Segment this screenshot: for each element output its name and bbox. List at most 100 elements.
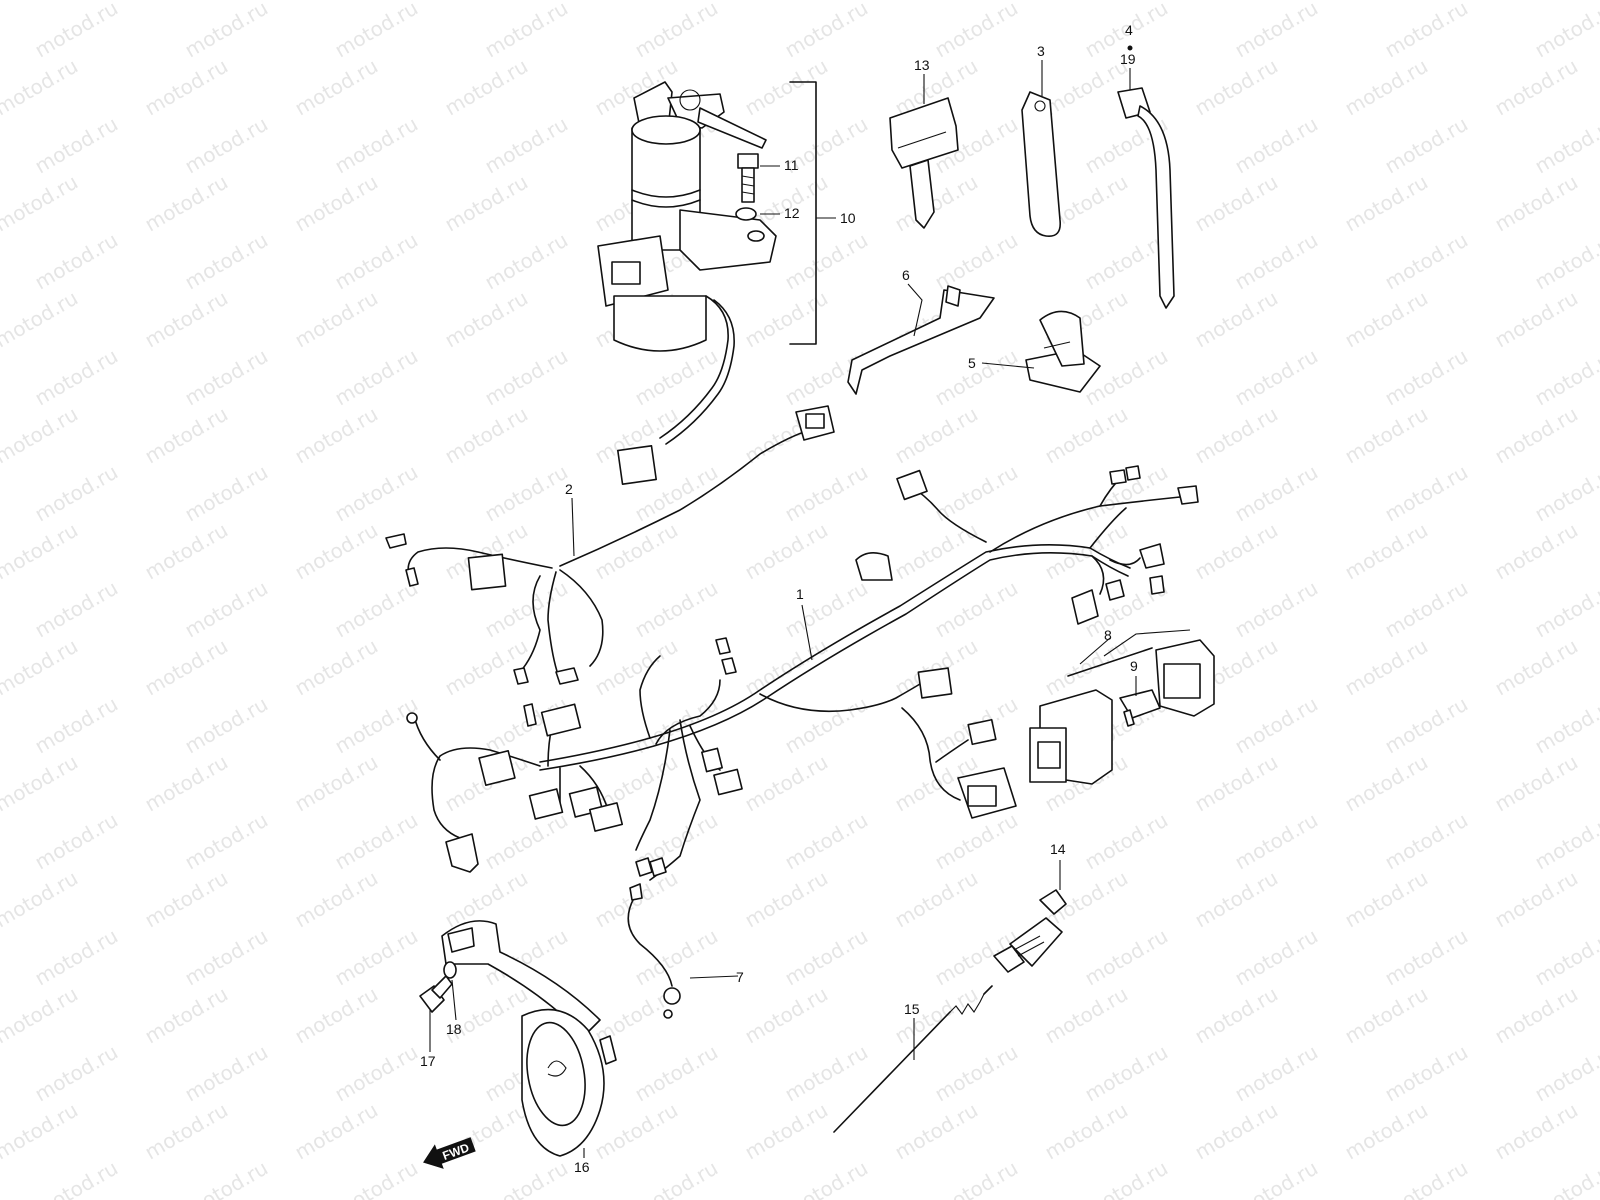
callout-18: 18 bbox=[446, 1021, 462, 1037]
callout-6: 6 bbox=[902, 267, 910, 283]
watermark-text: motod.ru bbox=[1191, 0, 1282, 4]
watermark-text: motod.ru bbox=[31, 576, 122, 643]
watermark-text: motod.ru bbox=[1341, 518, 1432, 585]
callout-19: 19 bbox=[1120, 51, 1136, 67]
watermark-text: motod.ru bbox=[481, 228, 572, 295]
watermark-text: motod.ru bbox=[291, 982, 382, 1049]
watermark-text: motod.ru bbox=[141, 0, 232, 4]
callout-1: 1 bbox=[796, 586, 804, 602]
wiring-harness-1 bbox=[406, 465, 1199, 881]
watermark-text: motod.ru bbox=[141, 982, 232, 1049]
callout-12: 12 bbox=[784, 205, 800, 221]
watermark-text: motod.ru bbox=[141, 54, 232, 121]
watermark-text: motod.ru bbox=[141, 170, 232, 237]
watermark-text: motod.ru bbox=[181, 0, 272, 62]
callout-10: 10 bbox=[840, 210, 856, 226]
watermark-text: motod.ru bbox=[181, 112, 272, 179]
callout-4: 4 bbox=[1125, 22, 1133, 38]
watermark-text: motod.ru bbox=[31, 460, 122, 527]
watermark-text: motod.ru bbox=[591, 1098, 682, 1165]
watermark-text: motod.ru bbox=[1231, 692, 1322, 759]
watermark-text: motod.ru bbox=[481, 1156, 572, 1200]
watermark-text: motod.ru bbox=[481, 460, 572, 527]
watermark-text: motod.ru bbox=[891, 170, 982, 237]
watermark-text: motod.ru bbox=[1531, 0, 1600, 62]
watermark-text: motod.ru bbox=[741, 1098, 832, 1165]
callouts: 1 2 3 4 19 5 6 7 8 9 10 11 12 13 14 15 1… bbox=[420, 22, 1138, 1175]
watermark-text: motod.ru bbox=[1081, 808, 1172, 875]
watermark-text: motod.ru bbox=[0, 750, 82, 817]
watermark-text: motod.ru bbox=[1231, 460, 1322, 527]
callout-9: 9 bbox=[1130, 658, 1138, 674]
watermark-text: motod.ru bbox=[1341, 866, 1432, 933]
callout-16: 16 bbox=[574, 1159, 590, 1175]
watermark-text: motod.ru bbox=[441, 0, 532, 4]
watermark-text: motod.ru bbox=[181, 576, 272, 643]
key-13 bbox=[889, 97, 959, 229]
horn-16 bbox=[441, 920, 617, 1157]
watermark-text: motod.ru bbox=[1531, 460, 1600, 527]
watermark-text: motod.ru bbox=[1381, 1156, 1472, 1200]
watermark-text: motod.ru bbox=[631, 0, 722, 62]
watermark-text: motod.ru bbox=[1381, 924, 1472, 991]
watermark-text: motod.ru bbox=[1191, 170, 1282, 237]
watermark-text: motod.ru bbox=[291, 170, 382, 237]
watermark-text: motod.ru bbox=[441, 982, 532, 1049]
watermark-text: motod.ru bbox=[1341, 982, 1432, 1049]
watermark-text: motod.ru bbox=[31, 924, 122, 991]
watermark-text: motod.ru bbox=[1231, 924, 1322, 991]
watermark-text: motod.ru bbox=[631, 344, 722, 411]
watermark-text: motod.ru bbox=[1081, 924, 1172, 991]
watermark-text: motod.ru bbox=[181, 1156, 272, 1200]
watermark-text: motod.ru bbox=[1041, 402, 1132, 469]
watermark-text: motod.ru bbox=[141, 866, 232, 933]
watermark-text: motod.ru bbox=[781, 228, 872, 295]
watermark-text: motod.ru bbox=[291, 634, 382, 701]
watermark-text: motod.ru bbox=[331, 924, 422, 991]
watermark-text: motod.ru bbox=[891, 402, 982, 469]
relay-8 bbox=[1029, 629, 1215, 785]
watermark-text: motod.ru bbox=[1341, 634, 1432, 701]
watermark-text: motod.ru bbox=[181, 692, 272, 759]
watermark-text: motod.ru bbox=[31, 692, 122, 759]
watermark-text: motod.ru bbox=[481, 344, 572, 411]
bolt-11 bbox=[737, 153, 759, 203]
watermark-text: motod.ru bbox=[1531, 924, 1600, 991]
watermark-text: motod.ru bbox=[1341, 402, 1432, 469]
watermark-text: motod.ru bbox=[31, 344, 122, 411]
bolt-17 bbox=[419, 975, 453, 1013]
watermark-text: motod.ru bbox=[781, 924, 872, 991]
watermark-text: motod.ru bbox=[291, 0, 382, 4]
watermark-text: motod.ru bbox=[1191, 750, 1282, 817]
watermark-text: motod.ru bbox=[781, 1156, 872, 1200]
watermark-text: motod.ru bbox=[1231, 0, 1322, 62]
watermark-text: motod.ru bbox=[1381, 344, 1472, 411]
watermark-text: motod.ru bbox=[1491, 170, 1582, 237]
watermark-text: motod.ru bbox=[181, 460, 272, 527]
clamp-5 bbox=[1025, 310, 1101, 393]
watermark-text: motod.ru bbox=[181, 808, 272, 875]
watermark-text: motod.ru bbox=[141, 750, 232, 817]
watermark-text: motod.ru bbox=[781, 460, 872, 527]
watermark-text: motod.ru bbox=[741, 54, 832, 121]
watermark-text: motod.ru bbox=[1341, 0, 1432, 4]
watermark-text: motod.ru bbox=[781, 0, 872, 62]
cable-tie-19 bbox=[1117, 87, 1175, 309]
watermark-text: motod.ru bbox=[331, 576, 422, 643]
watermark-text: motod.ru bbox=[1231, 576, 1322, 643]
watermark-text: motod.ru bbox=[1041, 0, 1132, 4]
watermark-text: motod.ru bbox=[441, 634, 532, 701]
watermark-text: motod.ru bbox=[1531, 576, 1600, 643]
watermark-text: motod.ru bbox=[1231, 344, 1322, 411]
watermark-text: motod.ru bbox=[331, 808, 422, 875]
watermark-text: motod.ru bbox=[1081, 1040, 1172, 1107]
watermark-text: motod.ru bbox=[931, 228, 1022, 295]
spring-15 bbox=[833, 985, 993, 1133]
watermark-text: motod.ru bbox=[1231, 228, 1322, 295]
watermark-text: motod.ru bbox=[291, 402, 382, 469]
watermark-text: motod.ru bbox=[331, 228, 422, 295]
callout-8: 8 bbox=[1104, 627, 1112, 643]
watermark-text: motod.ru bbox=[0, 0, 82, 4]
watermark-text: motod.ru bbox=[31, 1156, 122, 1200]
watermark-text: motod.ru bbox=[1191, 402, 1282, 469]
